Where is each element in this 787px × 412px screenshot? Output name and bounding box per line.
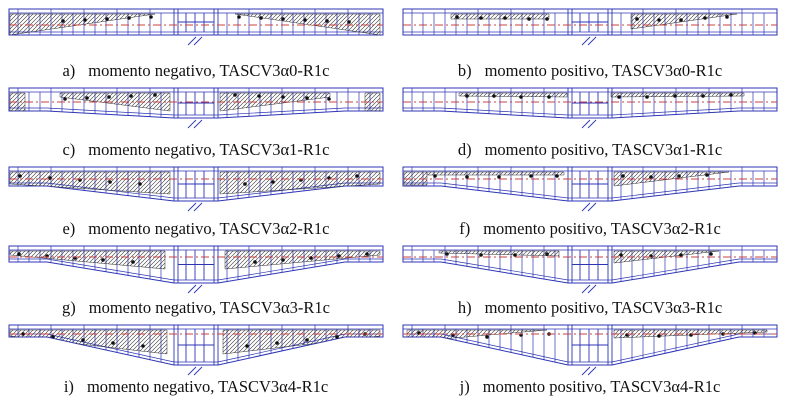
subfigure-label: i) bbox=[63, 377, 74, 396]
figure-row-1: a) momento negativo, TASCV3α0-R1c b) momen… bbox=[5, 6, 782, 85]
subfigure-text: momento negativo, TASCV3α1-R1c bbox=[88, 140, 330, 159]
subfigure-label: a) bbox=[62, 61, 76, 80]
beam-moment-diagram-e bbox=[8, 166, 384, 212]
subfigure-g: g) momento negativo, TASCV3α3-R1c bbox=[5, 243, 387, 322]
figure-row-3: e) momento negativo, TASCV3α2-R1c f) momen… bbox=[5, 164, 782, 243]
subfigure-text: momento negativo, TASCV3α0-R1c bbox=[88, 61, 330, 80]
subfigure-label: c) bbox=[62, 140, 76, 159]
figure-grid: a) momento negativo, TASCV3α0-R1c b) momen… bbox=[5, 6, 782, 401]
subfigure-label: g) bbox=[62, 298, 76, 317]
subfigure-f: f) momento positivo, TASCV3α2-R1c bbox=[399, 164, 781, 243]
subfigure-label: f) bbox=[459, 219, 471, 238]
figure-row-2: c) momento negativo, TASCV3α1-R1c d) momen… bbox=[5, 85, 782, 164]
subfigure-caption-g: g) momento negativo, TASCV3α3-R1c bbox=[5, 298, 387, 318]
beam-moment-diagram-f bbox=[402, 166, 778, 212]
subfigure-i: i) momento negativo, TASCV3α4-R1c bbox=[5, 322, 387, 401]
subfigure-text: momento positivo, TASCV3α4-R1c bbox=[482, 377, 721, 396]
beam-moment-diagram-d bbox=[402, 87, 778, 129]
beam-moment-diagram-g bbox=[8, 245, 384, 294]
beam-moment-diagram-i bbox=[8, 324, 384, 376]
subfigure-caption-f: f) momento positivo, TASCV3α2-R1c bbox=[399, 219, 781, 239]
subfigure-caption-h: h) momento positivo, TASCV3α3-R1c bbox=[399, 298, 781, 318]
subfigure-h: h) momento positivo, TASCV3α3-R1c bbox=[399, 243, 781, 322]
subfigure-text: momento positivo, TASCV3α3-R1c bbox=[484, 298, 723, 317]
subfigure-text: momento negativo, TASCV3α4-R1c bbox=[86, 377, 329, 396]
subfigure-c: c) momento negativo, TASCV3α1-R1c bbox=[5, 85, 387, 164]
subfigure-caption-i: i) momento negativo, TASCV3α4-R1c bbox=[5, 377, 387, 397]
beam-moment-diagram-b bbox=[402, 8, 778, 46]
beam-moment-diagram-h bbox=[402, 245, 778, 294]
subfigure-label: d) bbox=[457, 140, 472, 159]
subfigure-caption-a: a) momento negativo, TASCV3α0-R1c bbox=[5, 61, 387, 81]
subfigure-label: j) bbox=[459, 377, 470, 396]
beam-moment-diagram-j bbox=[402, 324, 778, 376]
subfigure-a: a) momento negativo, TASCV3α0-R1c bbox=[5, 6, 387, 85]
beam-moment-diagram-c bbox=[8, 87, 384, 129]
subfigure-text: momento negativo, TASCV3α2-R1c bbox=[88, 219, 330, 238]
figure-row-4: g) momento negativo, TASCV3α3-R1c h) momen… bbox=[5, 243, 782, 322]
subfigure-j: j) momento positivo, TASCV3α4-R1c bbox=[399, 322, 781, 401]
subfigure-label: b) bbox=[457, 61, 472, 80]
subfigure-d: d) momento positivo, TASCV3α1-R1c bbox=[399, 85, 781, 164]
subfigure-text: momento positivo, TASCV3α2-R1c bbox=[483, 219, 721, 238]
figure-row-5: i) momento negativo, TASCV3α4-R1c j) momen… bbox=[5, 322, 782, 401]
subfigure-caption-e: e) momento negativo, TASCV3α2-R1c bbox=[5, 219, 387, 239]
subfigure-text: momento positivo, TASCV3α0-R1c bbox=[484, 61, 723, 80]
beam-moment-diagram-a bbox=[8, 8, 384, 46]
subfigure-caption-d: d) momento positivo, TASCV3α1-R1c bbox=[399, 140, 781, 160]
subfigure-label: h) bbox=[457, 298, 472, 317]
subfigure-label: e) bbox=[62, 219, 76, 238]
subfigure-text: momento negativo, TASCV3α3-R1c bbox=[88, 298, 330, 317]
subfigure-e: e) momento negativo, TASCV3α2-R1c bbox=[5, 164, 387, 243]
subfigure-b: b) momento positivo, TASCV3α0-R1c bbox=[399, 6, 781, 85]
subfigure-text: momento positivo, TASCV3α1-R1c bbox=[484, 140, 723, 159]
subfigure-caption-j: j) momento positivo, TASCV3α4-R1c bbox=[399, 377, 781, 397]
subfigure-caption-c: c) momento negativo, TASCV3α1-R1c bbox=[5, 140, 387, 160]
subfigure-caption-b: b) momento positivo, TASCV3α0-R1c bbox=[399, 61, 781, 81]
